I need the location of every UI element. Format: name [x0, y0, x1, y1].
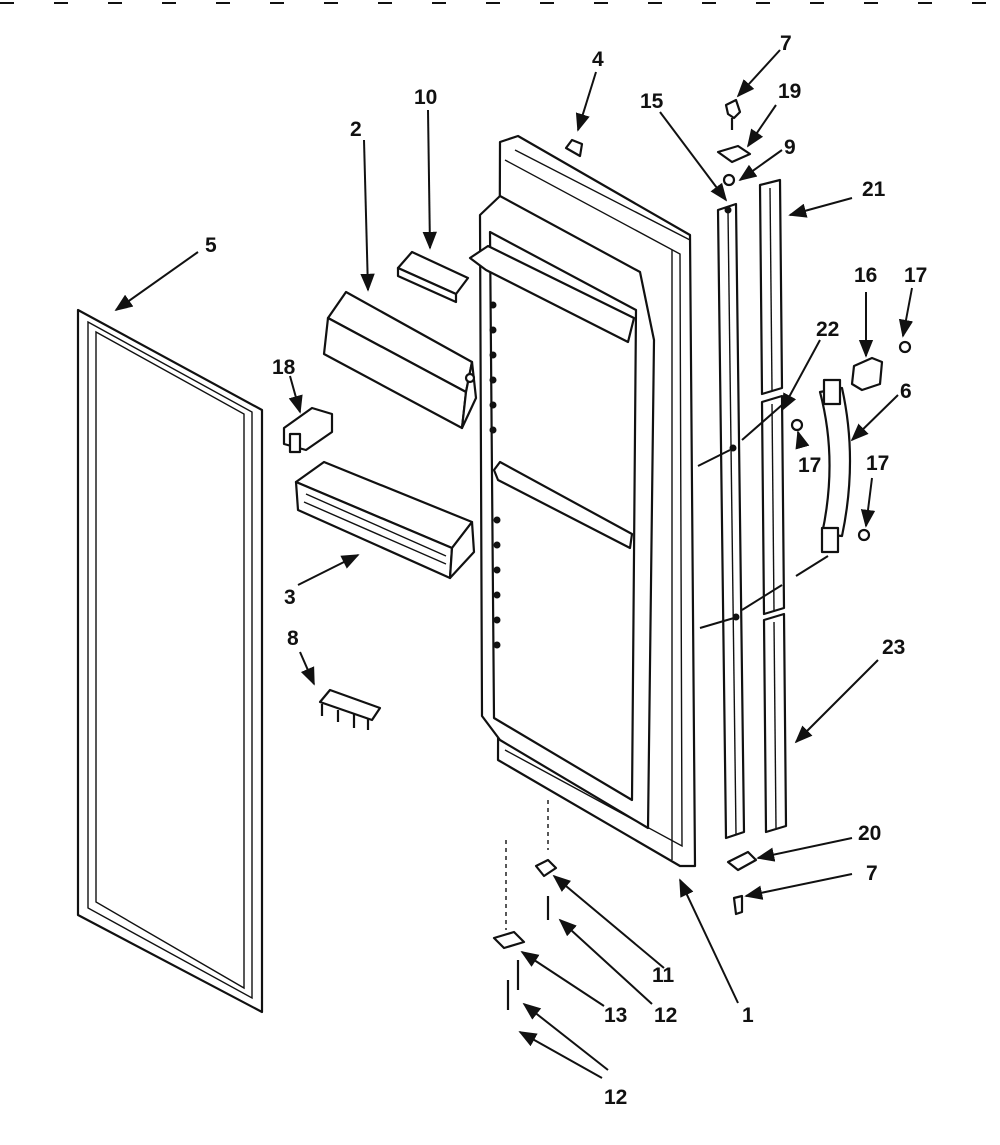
shelf-clip	[282, 406, 334, 454]
callout-17-lower: 17	[866, 452, 889, 475]
callout-10: 10	[414, 86, 437, 109]
upper-trim	[758, 178, 784, 396]
callout-17-top: 17	[904, 264, 927, 287]
callout-13: 13	[604, 1004, 627, 1027]
bottom-hinge-parts	[726, 850, 758, 916]
door-bin	[322, 290, 478, 430]
callout-21: 21	[862, 178, 886, 201]
door-shelf	[294, 460, 476, 580]
callout-12-bottom: 12	[604, 1086, 627, 1109]
lower-hinge-hardware	[492, 800, 558, 1010]
callout-11: 11	[652, 964, 675, 987]
callout-3: 3	[284, 586, 296, 609]
shelf-bracket	[318, 688, 382, 730]
callout-5: 5	[205, 234, 217, 257]
callout-18: 18	[272, 356, 296, 379]
top-hinge-parts	[716, 98, 752, 187]
callout-15: 15	[640, 90, 664, 113]
lower-trim	[762, 612, 788, 834]
door-stop	[564, 138, 584, 158]
callout-19: 19	[778, 80, 801, 103]
handle-cap	[850, 356, 884, 392]
handle-trim-strip	[716, 202, 746, 840]
door-liner	[468, 134, 697, 868]
callout-6: 6	[900, 380, 912, 403]
small-tray	[396, 250, 470, 304]
leader-lines	[114, 49, 914, 1079]
callout-8: 8	[287, 627, 299, 650]
middle-trim	[760, 394, 786, 616]
callout-labels: 1 2 3 4 5 6 7 7 8 9 10 11 12 12 13 15 16…	[205, 32, 927, 1109]
handle-screws	[790, 340, 912, 542]
callout-17-mid: 17	[798, 454, 821, 477]
callout-12-right: 12	[654, 1004, 677, 1027]
callout-2: 2	[350, 118, 362, 141]
callout-23: 23	[882, 636, 905, 659]
callout-1: 1	[742, 1004, 754, 1027]
callout-7-top: 7	[780, 32, 792, 55]
door-gasket	[76, 308, 264, 1014]
door-handle	[818, 378, 852, 554]
callout-16: 16	[854, 264, 877, 287]
callout-4: 4	[592, 48, 604, 71]
callout-22: 22	[816, 318, 839, 341]
callout-20: 20	[858, 822, 881, 845]
callout-9: 9	[784, 136, 796, 159]
callout-7-bottom: 7	[866, 862, 878, 885]
